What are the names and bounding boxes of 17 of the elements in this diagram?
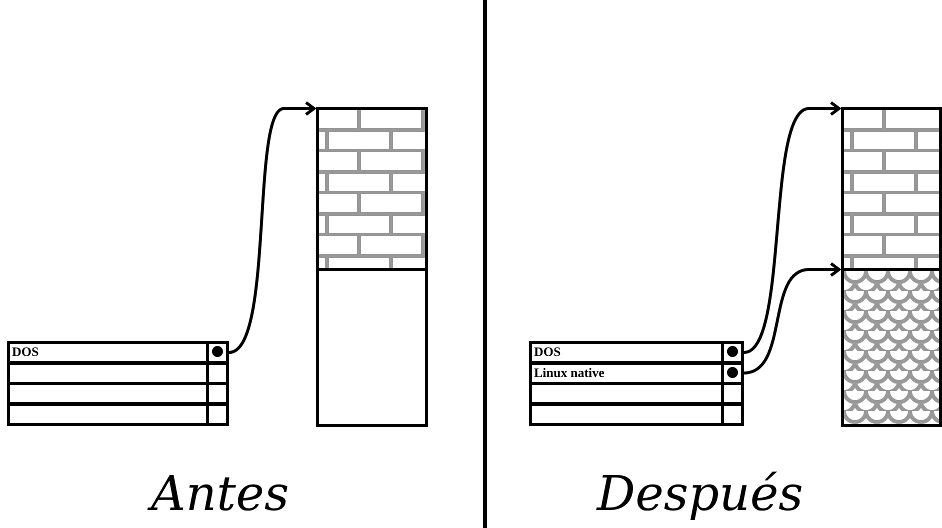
disk-partition <box>316 268 428 427</box>
disk-partition <box>316 107 428 271</box>
partition-table-row <box>529 402 744 426</box>
partition-table-row <box>7 341 229 364</box>
partition-table-row <box>529 382 744 405</box>
partition-name: DOS <box>534 344 561 359</box>
partition-name: Linux native <box>534 364 604 380</box>
arrow <box>744 262 840 374</box>
arrow <box>743 101 840 354</box>
partition-table-row <box>7 402 229 426</box>
panel-heading: Después <box>596 466 804 522</box>
partition-table-row <box>529 341 744 364</box>
arrow <box>228 101 316 354</box>
disk-partition <box>841 107 942 271</box>
disk-partition <box>841 268 942 427</box>
partition-name: DOS <box>12 344 39 359</box>
partition-table-row <box>7 382 229 405</box>
